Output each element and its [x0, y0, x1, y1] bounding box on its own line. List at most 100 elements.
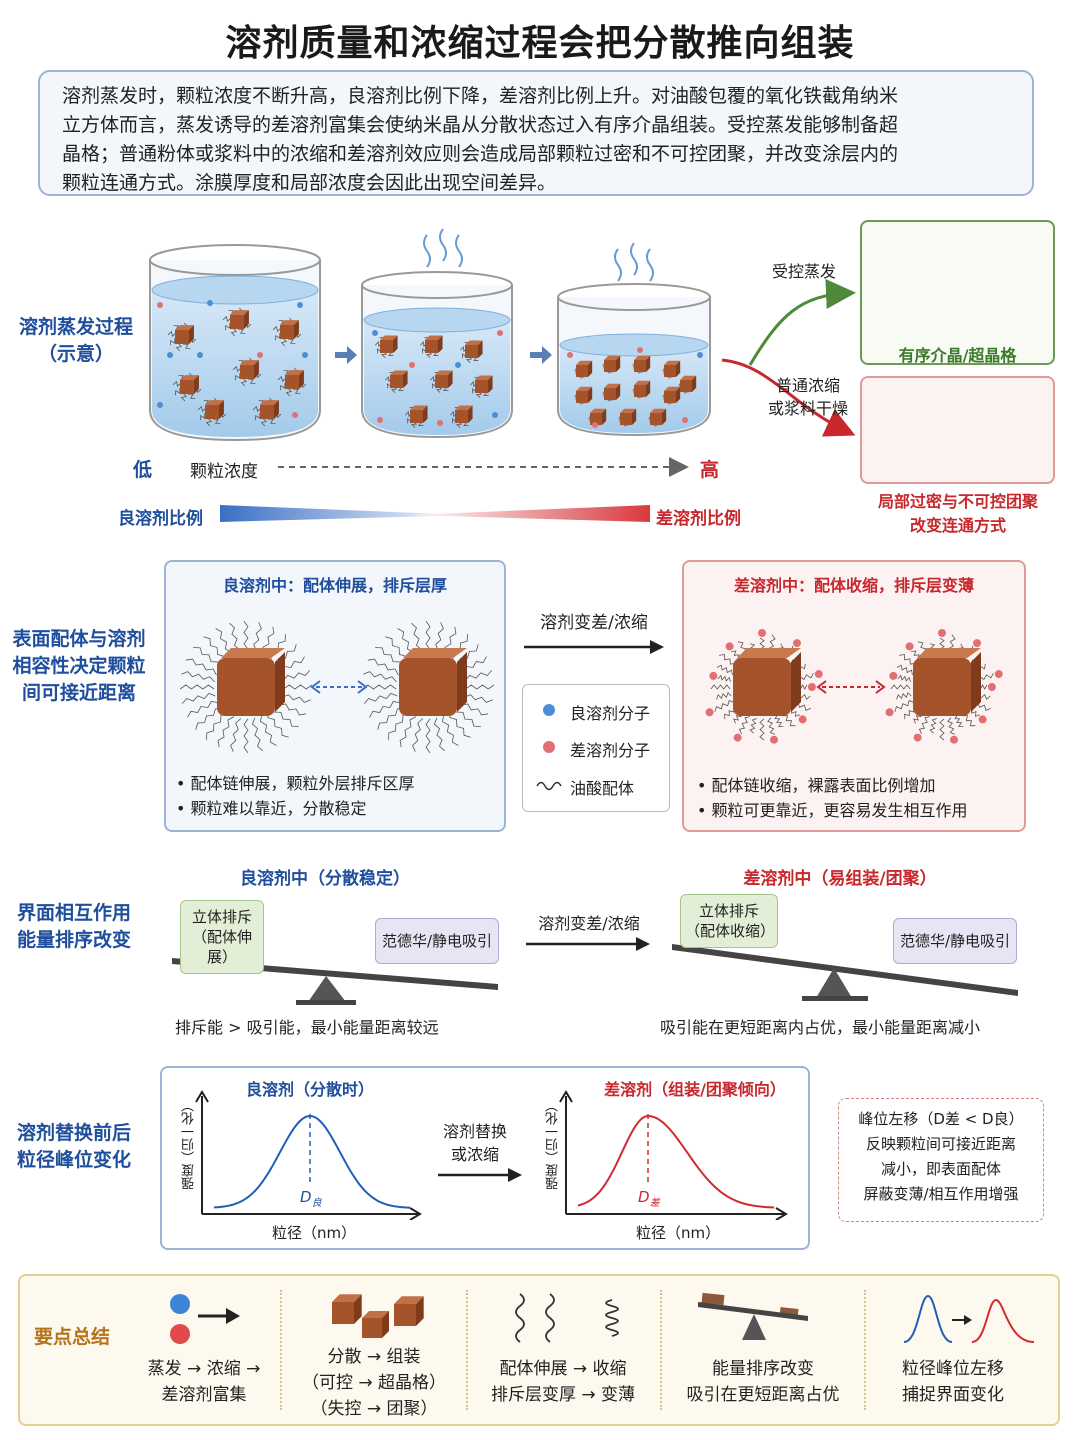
summary-line: 吸引在更短距离占优 — [686, 1385, 840, 1405]
summary-divider — [660, 1290, 662, 1410]
poor-solvent-dot — [705, 708, 714, 717]
controlled-arrow — [748, 278, 856, 366]
nanocube-icon — [576, 360, 593, 377]
solvent-dot — [497, 330, 503, 336]
peak-shift-summary-icon — [903, 1294, 1035, 1343]
arrow-head — [310, 680, 321, 694]
intro-line: 立方体而言，蒸发诱导的差溶剂富集会使纳米晶从分散状态过入有序介晶组装。受控蒸发能… — [62, 114, 899, 136]
poor-solvent-dot — [793, 639, 802, 648]
low-label: 低 — [133, 459, 153, 481]
solvent-dot — [592, 422, 598, 428]
summary-item-1: 蒸发 → 浓缩 → 差溶剂富集 — [130, 1356, 278, 1408]
tag-line: 立体排斥 — [698, 902, 759, 920]
poor-solvent-dot — [725, 642, 734, 651]
page-title: 溶剂质量和浓缩过程会把分散推向组装 — [225, 23, 855, 64]
high-label: 高 — [700, 459, 720, 481]
section1-label: 溶剂蒸发过程 （示意） — [6, 314, 146, 368]
nanocube-icon — [576, 386, 593, 403]
section4-arrow-label: 溶剂替换 或浓缩 — [430, 1120, 520, 1166]
d-good-label: D良 — [300, 1188, 322, 1209]
section3-label: 界面相互作用 能量排序改变 — [4, 900, 144, 954]
nanocube-icon — [634, 355, 651, 372]
intro-line: 晶格；普通粉体或浆料中的浓缩和差溶剂效应则会造成局部颗粒过密和不可控团聚，并改变… — [62, 143, 899, 165]
section2-label-line: 表面配体与溶剂 — [12, 628, 146, 650]
arrow-icon — [335, 346, 357, 364]
poor-solvent-dot — [709, 671, 718, 680]
good-attraction-tag: 范德华/静电吸引 — [375, 918, 499, 964]
section3-label-line: 界面相互作用 — [16, 902, 131, 924]
beaker-2 — [361, 271, 513, 439]
section3-arrow — [526, 937, 650, 951]
d-good-symbol: D — [300, 1188, 312, 1206]
nanocube-icon — [604, 383, 621, 400]
solvent-dot — [197, 352, 203, 358]
poor-dist-chart — [559, 1090, 788, 1220]
nanocube-icon — [380, 335, 398, 353]
section4-arrow — [438, 1168, 522, 1182]
summary-line: 配体伸展 → 收缩 — [499, 1359, 627, 1379]
tag-line: （配体收缩） — [685, 922, 776, 940]
solvent-dot — [437, 420, 443, 426]
summary-line: （失控 → 团聚） — [310, 1399, 438, 1419]
nanocube-icon — [399, 648, 467, 716]
poor-solvent-dot — [798, 715, 807, 724]
poor-solvent-dot — [978, 715, 987, 724]
section4-label-line: 溶剂替换前后 — [16, 1122, 131, 1144]
good-bullets: 配体链伸展，颗粒外层排斥区厚 颗粒难以靠近，分散稳定 — [176, 771, 501, 821]
poor-solvent-dot — [733, 733, 742, 742]
ligand-summary-icon — [515, 1293, 619, 1343]
solvent-dot — [292, 412, 298, 418]
nanocube-icon — [230, 310, 249, 329]
ordinary-label-line: 普通浓缩 — [776, 376, 841, 395]
poor-attraction-tag: 范德华/静电吸引 — [893, 918, 1017, 964]
summary-item-5: 粒径峰位左移 捕捉界面变化 — [872, 1356, 1034, 1408]
d-poor-label: D差 — [638, 1188, 660, 1209]
legend-ligand: 油酸配体 — [570, 779, 635, 798]
summary-item-3: 配体伸展 → 收缩 排斥层变厚 → 变薄 — [472, 1356, 654, 1408]
nanocube-icon — [410, 405, 428, 423]
poor-xlabel: 粒径（nm） — [636, 1224, 721, 1242]
poor-dist-curve — [577, 1114, 775, 1209]
poor-ratio-wedge — [410, 505, 650, 522]
good-panel-title: 良溶剂中：配体伸展，排斥层厚 — [222, 576, 447, 595]
nanocube-icon — [465, 340, 483, 358]
arrow-label-line: 或浓缩 — [450, 1145, 499, 1164]
poor-solvent-dot — [994, 670, 1003, 679]
good-particles-diagram — [179, 620, 495, 754]
poor-solvent-dot — [938, 628, 946, 637]
solvent-dot — [257, 352, 263, 358]
solvent-dot — [297, 302, 303, 308]
poor-seesaw — [672, 944, 1018, 1001]
section4-label-line: 粒径峰位变化 — [16, 1149, 131, 1171]
poor-dist-title: 差溶剂（组装/团聚倾向） — [604, 1080, 786, 1099]
nanocube-icon — [590, 408, 607, 425]
summary-heading: 要点总结 — [34, 1326, 111, 1348]
poor-solvent-dot — [913, 733, 922, 742]
bullet-item: 颗粒难以靠近，分散稳定 — [176, 796, 501, 821]
poor-panel-title: 差溶剂中：配体收缩，排斥层变薄 — [733, 576, 974, 595]
poor-solvent-dot — [770, 735, 779, 744]
section3-label-line: 能量排序改变 — [16, 929, 131, 951]
good-ylabel: 强度（归一化） — [182, 1099, 197, 1191]
summary-line: 分散 → 组装 — [327, 1347, 421, 1367]
nanocube-icon — [664, 386, 681, 403]
solvent-dot — [167, 352, 173, 358]
summary-line: （可控 → 超晶格） — [301, 1373, 447, 1393]
ordinary-arrow — [721, 358, 856, 437]
nanocube-icon — [680, 375, 697, 392]
bullet-item: 配体链伸展，颗粒外层排斥区厚 — [176, 771, 501, 796]
summary-line: 蒸发 → 浓缩 → — [147, 1359, 261, 1379]
intro-line: 溶剂蒸发时，颗粒浓度不断升高，良溶剂比例下降，差溶剂比例上升。对油酸包覆的氧化铁… — [62, 85, 899, 107]
poor-ratio-label: 差溶剂比例 — [656, 509, 741, 529]
good-repulsion-tag: 立体排斥 （配体伸展） — [180, 900, 264, 974]
section2-arrow — [524, 640, 664, 654]
nanocube-icon — [455, 405, 473, 423]
solvent-dot — [682, 417, 688, 423]
good-dist-curve — [213, 1114, 410, 1209]
good-ratio-label: 良溶剂比例 — [118, 509, 203, 529]
summary-line: 捕捉界面变化 — [902, 1385, 1004, 1405]
nanocube-icon — [285, 370, 304, 389]
poor-bullets: 配体链收缩，裸露表面比例增加 颗粒可更靠近，更容易发生相互作用 — [697, 773, 1022, 823]
peak-shift-note: 峰位左移（D差 < D良） 反映颗粒间可接近距离 减小，即表面配体 屏蔽变薄/相… — [838, 1098, 1044, 1222]
nanocube-icon — [634, 380, 651, 397]
